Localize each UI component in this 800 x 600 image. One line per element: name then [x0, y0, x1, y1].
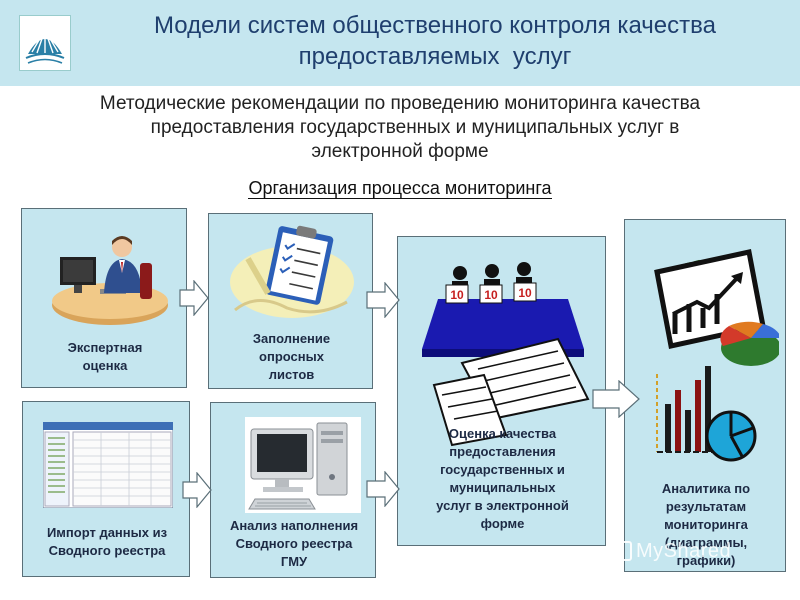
registry-window-screenshot	[43, 422, 173, 508]
expert-evaluation-label: Экспертная оценка	[67, 340, 143, 373]
title-line-1: Модели систем общественного контроля кач…	[154, 12, 716, 39]
title-line-2: предоставляемых услуг	[298, 43, 572, 70]
bar-and-pie-chart-icon	[656, 366, 757, 462]
growth-chart-icon	[654, 249, 779, 366]
import-data-box: Импорт данных из Сводного реестра	[22, 401, 190, 577]
page-title: Модели систем общественного контроля кач…	[80, 10, 790, 72]
expert-at-computer-icon	[52, 236, 168, 325]
import-data-label: Импорт данных из Сводного реестра	[46, 525, 168, 558]
subtitle: Методические рекомендации по проведению …	[40, 92, 760, 164]
arrow-analysis-to-evaluation	[366, 471, 400, 507]
jury-score-icon: 10 10 10	[422, 262, 590, 447]
registry-analysis-box: Анализ наполнения Сводного реестра ГМУ	[210, 402, 376, 578]
section-heading: Организация процесса мониторинга	[248, 178, 552, 199]
survey-filling-label: Заполнение опросных листов	[252, 331, 331, 382]
quality-evaluation-label: Оценка качества предоставления государст…	[436, 426, 569, 531]
expert-evaluation-box: Экспертная оценка	[21, 208, 187, 388]
arrow-survey-to-evaluation	[366, 282, 400, 318]
subtitle-line-2: предоставления государственных и муницип…	[150, 117, 680, 138]
header-band	[0, 0, 800, 86]
organization-logo	[19, 15, 71, 71]
desktop-computer-icon	[245, 417, 361, 513]
score-card-3: 10	[518, 286, 532, 300]
watermark-icon	[610, 541, 632, 561]
score-card-2: 10	[484, 288, 498, 302]
arrow-expert-to-survey	[179, 280, 209, 316]
arrow-import-to-analysis	[182, 472, 212, 508]
analytics-box: Аналитика по результатам мониторинга (ди…	[624, 219, 786, 572]
analytics-label: Аналитика по результатам мониторинга (ди…	[661, 481, 751, 568]
subtitle-line-3: электронной форме	[311, 141, 489, 162]
registry-analysis-label: Анализ наполнения Сводного реестра ГМУ	[229, 518, 359, 569]
watermark: MyShared	[636, 540, 732, 562]
clipboard-checklist-icon	[230, 225, 354, 318]
arrow-evaluation-to-analytics	[592, 380, 640, 418]
subtitle-line-1: Методические рекомендации по проведению …	[99, 93, 701, 114]
quality-evaluation-box: 10 10 10 Оценка качества предоставления …	[397, 236, 606, 546]
score-card-1: 10	[450, 288, 464, 302]
survey-filling-box: Заполнение опросных листов	[208, 213, 373, 389]
